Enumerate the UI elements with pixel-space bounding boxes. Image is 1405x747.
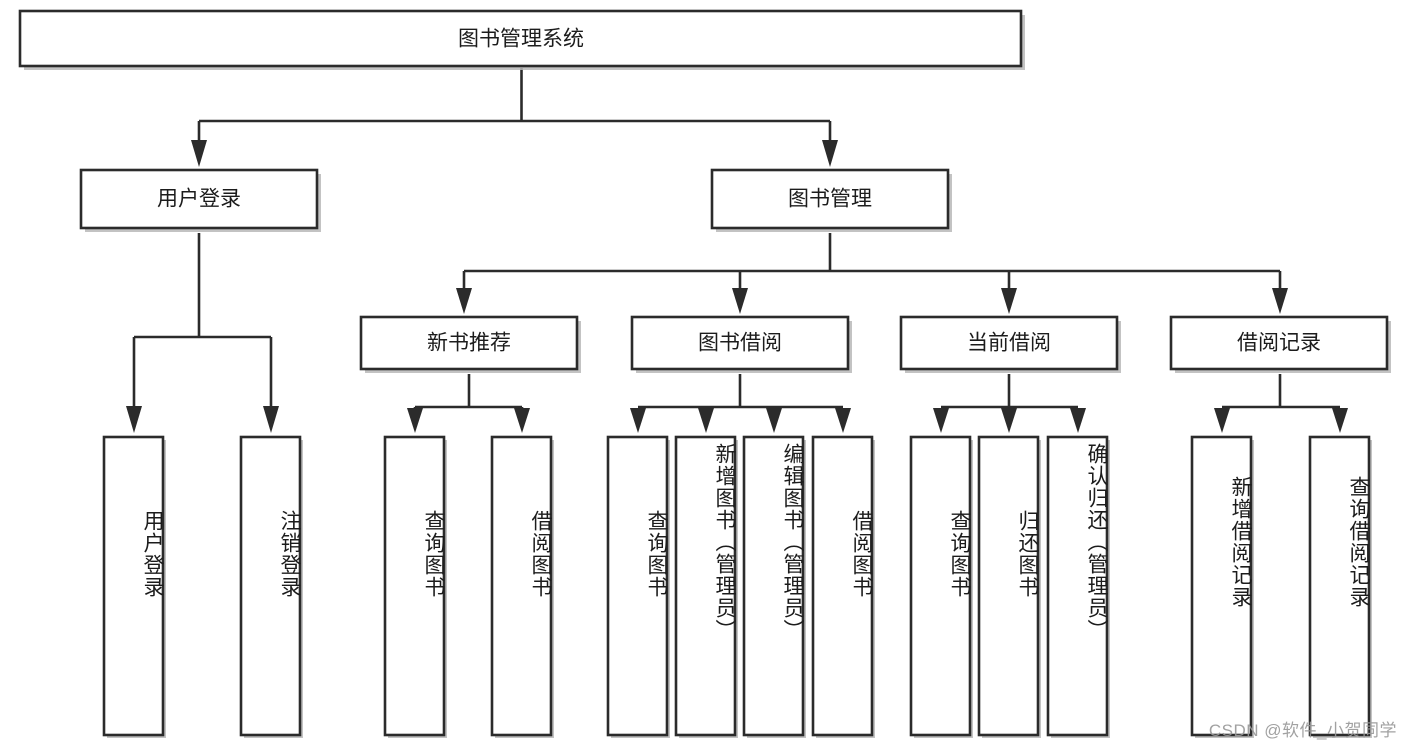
arrow-leaf-query-book-2 — [630, 408, 646, 433]
watermark-text: CSDN @软件_小贺同学 — [1208, 721, 1397, 740]
arrow-leaf-borrow-book-2 — [835, 408, 851, 433]
label-new-book: 新书推荐 — [427, 332, 511, 355]
node-leaf-query-book-2[interactable] — [606, 435, 669, 737]
label-record: 借阅记录 — [1237, 332, 1321, 355]
label-current: 当前借阅 — [967, 332, 1051, 355]
node-leaf-query-record[interactable] — [1308, 435, 1371, 737]
node-borrow[interactable] — [630, 315, 850, 371]
arrow-to-borrow — [732, 288, 748, 314]
arrow-to-book-manage — [822, 140, 838, 167]
arrow-leaf-return-book — [1001, 408, 1017, 433]
node-leaf-user-login[interactable] — [102, 435, 165, 737]
arrow-leaf-confirm-return — [1070, 408, 1086, 433]
arrow-leaf-borrow-book-1 — [514, 408, 530, 433]
node-leaf-return-book[interactable] — [977, 435, 1040, 737]
arrow-leaf-query-book-1 — [407, 408, 423, 433]
arrow-leaf-query-record — [1332, 408, 1348, 433]
arrow-to-new-book — [456, 288, 472, 314]
label-book-manage: 图书管理 — [788, 188, 872, 211]
arrow-leaf-add-book — [698, 408, 714, 433]
arrow-leaf-add-record — [1214, 408, 1230, 433]
arrow-leaf-user-login — [126, 406, 142, 433]
arrow-leaf-logout — [263, 406, 279, 433]
node-user-login[interactable] — [79, 168, 319, 230]
node-root[interactable] — [18, 9, 1023, 68]
label-root: 图书管理系统 — [458, 28, 584, 51]
edge-layer — [126, 68, 1348, 433]
node-leaf-add-record[interactable] — [1190, 435, 1253, 737]
arrow-leaf-query-book-3 — [933, 408, 949, 433]
node-leaf-query-book-3[interactable] — [909, 435, 972, 737]
node-leaf-logout[interactable] — [239, 435, 302, 737]
node-layer — [18, 9, 1391, 738]
node-record[interactable] — [1169, 315, 1389, 371]
node-leaf-borrow-book-1[interactable] — [490, 435, 553, 737]
node-leaf-add-book[interactable] — [674, 435, 737, 737]
horizontal-label-layer: 图书管理系统 用户登录 图书管理 新书推荐 图书借阅 当前借阅 借阅记录 — [157, 28, 1321, 355]
node-book-manage[interactable] — [710, 168, 950, 230]
node-current[interactable] — [899, 315, 1119, 371]
arrow-to-current — [1001, 288, 1017, 314]
node-new-book[interactable] — [359, 315, 579, 371]
node-leaf-borrow-book-2[interactable] — [811, 435, 874, 737]
arrow-to-record — [1272, 288, 1288, 314]
label-user-login: 用户登录 — [157, 188, 241, 211]
arrow-leaf-edit-book — [766, 408, 782, 433]
arrow-to-user-login — [191, 140, 207, 167]
node-leaf-query-book-1[interactable] — [383, 435, 446, 737]
node-leaf-edit-book[interactable] — [742, 435, 805, 737]
node-leaf-confirm-return[interactable] — [1046, 435, 1109, 737]
label-borrow: 图书借阅 — [698, 332, 782, 355]
